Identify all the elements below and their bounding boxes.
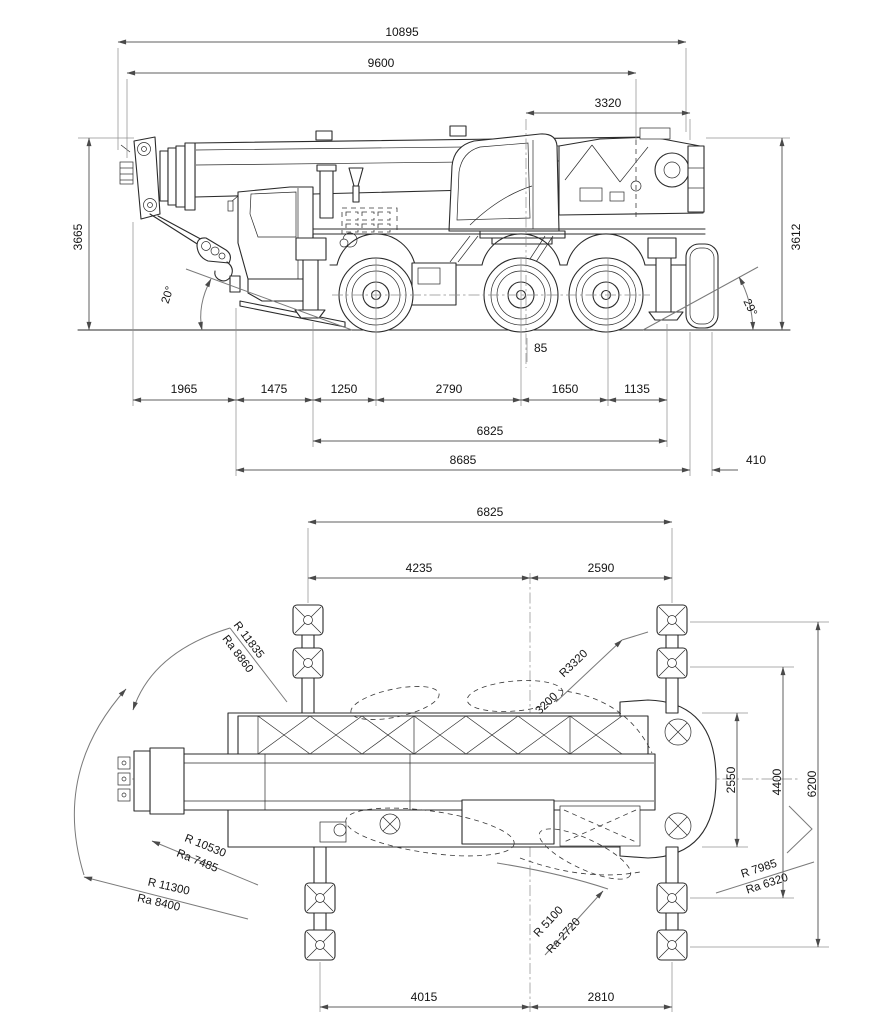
frame-lattice xyxy=(237,715,649,755)
angle-rear-label: 29° xyxy=(740,297,758,318)
radius-r7985: R 7985 Ra 6320 xyxy=(715,805,815,897)
swing-silhouettes xyxy=(345,680,653,880)
pad-front-left-full xyxy=(292,604,324,636)
dim-4235-2590: 4235 2590 xyxy=(307,561,673,581)
dim-2590-label: 2590 xyxy=(588,561,615,575)
angle-front-label: 20° xyxy=(160,285,177,305)
dim-8685: 8685 xyxy=(235,453,691,473)
dim-8685-label: 8685 xyxy=(450,453,477,467)
pad-rear-right-mid xyxy=(656,882,688,914)
dim-3320: 3320 xyxy=(525,96,691,368)
dim-4015-2810: 4015 2810 xyxy=(319,962,673,1012)
carrier-chassis xyxy=(312,228,706,306)
dim-3665-label: 3665 xyxy=(71,223,85,250)
dim-1250-label: 1250 xyxy=(331,382,358,396)
hook-block xyxy=(149,213,233,282)
pad-front-right-full xyxy=(656,604,688,636)
rear-outrigger xyxy=(647,237,684,321)
dim-overall-length-label: 10895 xyxy=(385,25,419,39)
dim-410: 410 xyxy=(711,453,766,473)
boom-plan xyxy=(117,747,656,815)
radius-ra8400-label: Ra 8400 xyxy=(136,892,181,913)
dim-4235-label: 4235 xyxy=(406,561,433,575)
dim-1135-label: 1135 xyxy=(624,382,650,396)
dim-9600: 9600 xyxy=(126,56,637,218)
radius-r11835: R 11835 Ra 8860 xyxy=(220,620,266,676)
dim-4400-label: 4400 xyxy=(770,768,784,795)
plan-view: 6825 4235 2590 2550 4400 6200 xyxy=(73,505,829,1012)
radius-r5100: R 5100 Ra 2720 xyxy=(496,862,609,956)
dim-4015-label: 4015 xyxy=(411,990,438,1004)
side-view: 20° 29° 10895 9600 3320 xyxy=(71,25,803,476)
pad-rear-right-full xyxy=(656,929,688,961)
dim-chain: 1965 1475 1250 2790 1650 1135 xyxy=(132,382,668,403)
pad-rear-left-full xyxy=(304,929,336,961)
dim-85: 85 xyxy=(526,338,548,362)
boom-head xyxy=(119,136,161,220)
pad-rear-left-mid xyxy=(304,882,336,914)
dim-2550: 2550 xyxy=(702,712,748,848)
rear-stowed-pad xyxy=(685,243,719,329)
dim-1475-label: 1475 xyxy=(261,382,288,396)
dim-6825-side: 6825 xyxy=(312,424,668,444)
outrigger-pads xyxy=(292,604,688,961)
dim-1650-label: 1650 xyxy=(552,382,579,396)
radius-r10530: R 10530 Ra 7485 xyxy=(151,833,259,886)
swing-arc-outer xyxy=(73,688,127,876)
pad-front-left-mid xyxy=(292,647,324,679)
dim-height-left: 3665 xyxy=(71,137,134,331)
dim-1965-label: 1965 xyxy=(171,382,198,396)
dim-3320-label: 3320 xyxy=(595,96,622,110)
dim-85-label: 85 xyxy=(534,341,548,355)
dim-3612-label: 3612 xyxy=(789,223,803,250)
dim-6200-label: 6200 xyxy=(805,770,819,797)
dim-overall-length: 10895 xyxy=(117,25,687,150)
dim-2550-label: 2550 xyxy=(724,766,738,793)
dim-2810-label: 2810 xyxy=(588,990,615,1004)
dim-6825-side-label: 6825 xyxy=(477,424,504,438)
swing-arc-inner xyxy=(132,627,231,711)
hook-icon xyxy=(214,261,233,282)
approach-angle: 20° xyxy=(160,268,353,331)
radius-r11300: R 11300 Ra 8400 xyxy=(83,876,249,920)
crane-cab xyxy=(448,133,566,245)
dim-6825-plan-label: 6825 xyxy=(477,505,504,519)
pad-front-right-mid xyxy=(656,647,688,679)
dim-4400: 4400 xyxy=(690,666,794,899)
dim-9600-label: 9600 xyxy=(368,56,395,70)
dim-outrigger-base: 6825 xyxy=(307,505,673,603)
radius-r3320-label: R3320 xyxy=(558,648,591,680)
dim-6200: 6200 xyxy=(690,621,829,948)
superstructure xyxy=(558,127,705,216)
hoist-winch xyxy=(654,152,690,188)
dim-410-label: 410 xyxy=(746,453,766,467)
dim-2790-label: 2790 xyxy=(436,382,463,396)
deck-box xyxy=(461,799,555,845)
dim-height-right: 3612 xyxy=(706,137,803,331)
engine-deck xyxy=(316,164,398,248)
